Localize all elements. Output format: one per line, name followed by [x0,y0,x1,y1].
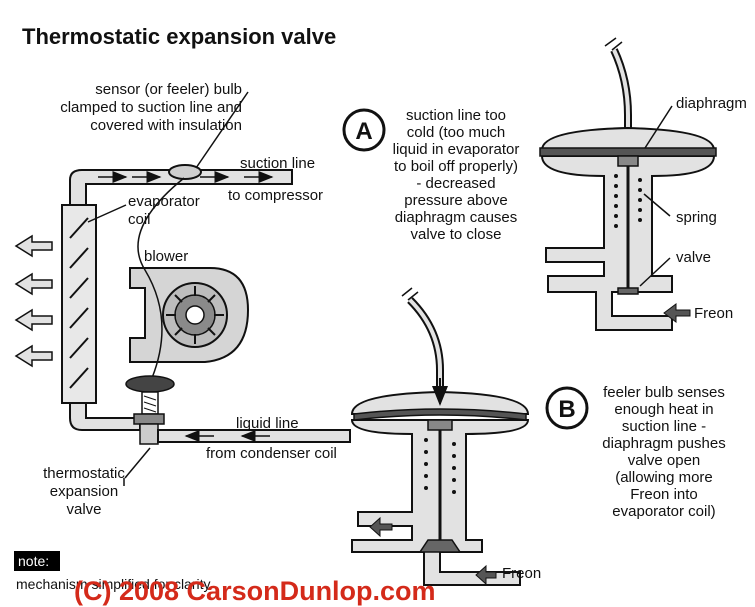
svg-text:suction line -: suction line - [622,418,706,435]
panel-b: Freon B feeler bulb senses enough heat i… [350,287,726,586]
svg-text:diaphragm pushes: diaphragm pushes [602,435,725,452]
svg-text:to boil off properly): to boil off properly) [394,158,518,175]
svg-text:clamped to suction line and: clamped to suction line and [60,99,242,116]
svg-text:liquid in evaporator: liquid in evaporator [393,141,520,158]
svg-text:sensor (or feeler) bulb: sensor (or feeler) bulb [95,81,242,98]
svg-text:Freon into: Freon into [630,486,698,503]
svg-text:pressure above: pressure above [404,192,507,209]
diaphragm-b [353,408,527,421]
sensor-bulb [168,164,202,180]
svg-text:enough heat in: enough heat in [614,401,713,418]
svg-text:covered with insulation: covered with insulation [90,117,242,134]
freon-a-label: Freon [694,305,733,322]
evaporator-coil [61,204,97,404]
badge-b: B [558,396,575,423]
sensor-bulb-label: sensor (or feeler) bulb clamped to sucti… [60,81,242,134]
blower [129,267,250,363]
valve-label: valve [676,249,711,266]
svg-text:diaphragm causes: diaphragm causes [395,209,518,226]
svg-text:(allowing more: (allowing more [615,469,713,486]
copyright-watermark: (C) 2008 CarsonDunlop.com [74,576,436,606]
svg-text:coil: coil [128,211,151,228]
coil-return-pipe [69,402,141,431]
freon-b-label: Freon [502,565,541,582]
liquid-line-label: liquid line from condenser coil [206,415,337,462]
panel-a-text: suction line too cold (too much liquid i… [393,107,520,243]
blower-label: blower [144,248,188,265]
svg-text:valve open: valve open [628,452,701,469]
svg-text:valve to close: valve to close [411,226,502,243]
diagram-title: Thermostatic expansion valve [22,24,336,49]
svg-text:evaporator coil): evaporator coil) [612,503,715,520]
spring-label: spring [676,209,717,226]
badge-a: A [355,118,372,145]
diaphragm-a [539,147,717,157]
txv-small [125,375,175,445]
svg-text:valve: valve [66,501,101,518]
note-text: mechanism simplified for clarity [16,576,211,592]
svg-text:from condenser coil: from condenser coil [206,445,337,462]
suction-line-label: suction line to compressor [228,155,323,204]
note: note: mechanism simplified for clarity [14,551,211,592]
panel-a: A suction line too cold (too much liquid… [342,37,747,331]
svg-text:liquid line: liquid line [236,415,299,432]
svg-text:suction line: suction line [240,155,315,172]
svg-text:suction line too: suction line too [406,107,506,124]
svg-text:to compressor: to compressor [228,187,323,204]
svg-text:evaporator: evaporator [128,193,200,210]
panel-b-text: feeler bulb senses enough heat in suctio… [602,384,725,520]
svg-text:cold (too much: cold (too much [407,124,505,141]
svg-text:feeler bulb senses: feeler bulb senses [603,384,725,401]
svg-text:- decreased: - decreased [416,175,495,192]
spring-a [614,174,642,228]
note-heading: note: [18,553,49,569]
txv-label: thermostatic expansion valve [43,465,125,518]
svg-text:thermostatic: thermostatic [43,465,125,482]
system-overview [14,91,351,486]
spring-b [424,438,456,494]
evaporator-coil-label: evaporator coil [128,193,200,228]
svg-text:expansion: expansion [50,483,118,500]
diaphragm-label: diaphragm [676,95,747,112]
airflow-arrows [14,234,53,368]
